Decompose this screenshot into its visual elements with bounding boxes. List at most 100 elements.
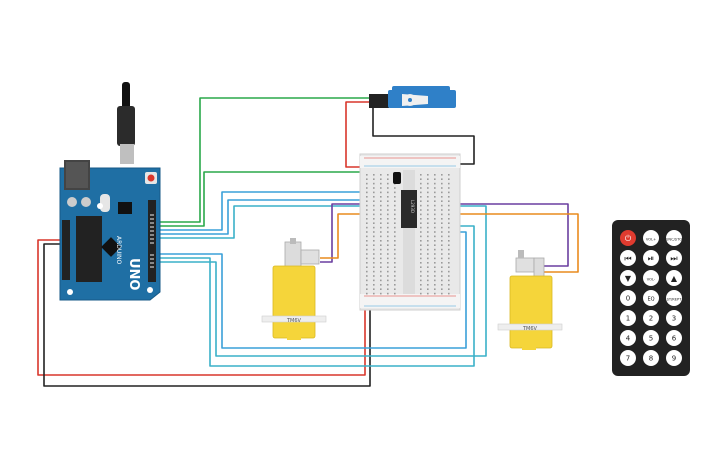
breadboard-hole <box>420 196 422 198</box>
breadboard-hole <box>380 204 382 207</box>
breadboard-hole <box>427 178 429 180</box>
breadboard-hole <box>448 292 450 295</box>
breadboard-hole <box>387 266 389 268</box>
breadboard[interactable]: L293D <box>359 153 461 311</box>
breadboard-hole <box>441 257 443 260</box>
breadboard-hole <box>441 275 443 277</box>
breadboard-hole <box>420 279 422 282</box>
breadboard-hole <box>366 226 368 229</box>
breadboard-hole <box>434 266 436 268</box>
remote-button-4[interactable]: 4 <box>620 330 636 346</box>
wire-blue-3 <box>160 205 487 357</box>
breadboard-hole <box>394 248 396 251</box>
breadboard-hole <box>380 284 382 286</box>
breadboard-hole <box>427 187 429 189</box>
breadboard-hole <box>366 284 368 286</box>
breadboard-hole <box>427 209 429 211</box>
breadboard-hole <box>380 270 382 273</box>
breadboard-hole <box>420 174 422 176</box>
remote-button-9[interactable]: 9 <box>666 350 682 366</box>
wire-black-servo-gnd <box>372 108 475 165</box>
breadboard-hole <box>434 174 436 176</box>
remote-button-5[interactable]: 5 <box>643 330 659 346</box>
remote-button-8[interactable]: 8 <box>643 350 659 366</box>
breadboard-hole <box>387 213 389 216</box>
servo-motor[interactable] <box>369 86 456 108</box>
breadboard-hole <box>441 213 443 216</box>
breadboard-hole <box>366 196 368 198</box>
breadboard-hole <box>441 288 443 290</box>
breadboard-hole <box>394 218 396 220</box>
breadboard-hole <box>366 279 368 282</box>
remote-button-1[interactable]: 1 <box>620 310 636 326</box>
remote-button-6[interactable]: 6 <box>666 330 682 346</box>
breadboard-hole <box>380 279 382 282</box>
breadboard-hole <box>448 209 450 211</box>
breadboard-hole <box>387 240 389 242</box>
breadboard-hole <box>373 262 375 264</box>
breadboard-hole <box>394 257 396 260</box>
breadboard-hole <box>373 235 375 238</box>
remote-button-down[interactable]: ▼ <box>620 270 636 286</box>
motor-left[interactable]: TM6V <box>261 238 327 340</box>
breadboard-hole <box>448 253 450 255</box>
breadboard-hole <box>448 231 450 233</box>
l293d-chip[interactable] <box>401 190 417 228</box>
breadboard-hole <box>448 178 450 180</box>
breadboard-hole <box>380 213 382 216</box>
breadboard-hole <box>427 226 429 229</box>
remote-button-up[interactable]: ▲ <box>666 270 682 286</box>
breadboard-hole <box>434 204 436 207</box>
breadboard-hole <box>373 226 375 229</box>
remote-button-vol-[interactable]: VOL+ <box>643 230 659 246</box>
breadboard-hole <box>434 213 436 216</box>
breadboard-hole <box>366 248 368 251</box>
breadboard-hole <box>394 270 396 273</box>
breadboard-hole <box>380 200 382 202</box>
breadboard-hole <box>394 187 396 189</box>
remote-button-vol-[interactable]: VOL- <box>643 270 659 286</box>
breadboard-hole <box>366 191 368 194</box>
breadboard-hole <box>387 270 389 273</box>
breadboard-hole <box>427 200 429 202</box>
breadboard-hole <box>366 187 368 189</box>
remote-button-prev[interactable]: ⏮ <box>620 250 636 266</box>
breadboard-hole <box>373 196 375 198</box>
motor-right[interactable]: TM6V <box>497 250 563 350</box>
breadboard-hole <box>420 204 422 207</box>
remote-button-eq[interactable]: EQ <box>643 290 659 306</box>
breadboard-hole <box>434 191 436 194</box>
remote-button-power[interactable]: ⏻ <box>620 230 636 246</box>
breadboard-hole <box>380 191 382 194</box>
remote-button-play-pause[interactable]: ⏯ <box>643 250 659 266</box>
breadboard-hole <box>420 253 422 255</box>
breadboard-hole <box>434 226 436 229</box>
breadboard-hole <box>380 222 382 224</box>
wire-purple-right <box>430 203 569 267</box>
breadboard-hole <box>380 209 382 211</box>
breadboard-hole <box>394 226 396 229</box>
breadboard-hole <box>373 284 375 286</box>
breadboard-hole <box>441 182 443 185</box>
breadboard-hole <box>366 209 368 211</box>
remote-button-7[interactable]: 7 <box>620 350 636 366</box>
remote-button-3[interactable]: 3 <box>666 310 682 326</box>
breadboard-hole <box>434 222 436 224</box>
remote-button-func-stop[interactable]: FUNC/STOP <box>664 230 685 246</box>
arduino-uno[interactable]: UNO ARDUINO <box>59 82 161 301</box>
breadboard-hole <box>394 266 396 268</box>
breadboard-hole <box>394 288 396 290</box>
ir-receiver[interactable] <box>393 172 401 184</box>
remote-button-next[interactable]: ⏭ <box>666 250 682 266</box>
breadboard-hole <box>387 262 389 264</box>
remote-button-label: ⏻ <box>625 234 632 243</box>
remote-button-st-rept[interactable]: ST/REPT <box>666 290 682 306</box>
remote-button-2[interactable]: 2 <box>643 310 659 326</box>
breadboard-hole <box>420 218 422 220</box>
breadboard-hole <box>387 288 389 290</box>
breadboard-hole <box>366 235 368 238</box>
remote-button-0[interactable]: 0 <box>620 290 636 306</box>
breadboard-hole <box>387 218 389 220</box>
breadboard-hole <box>448 257 450 260</box>
